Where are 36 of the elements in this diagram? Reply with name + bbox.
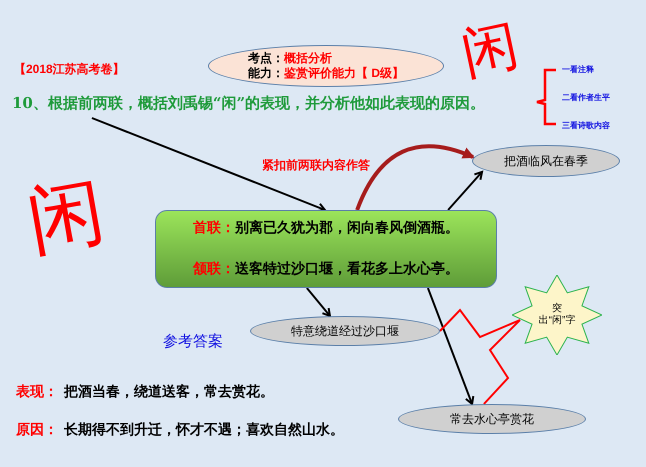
arrow — [355, 144, 475, 211]
exam-source: 【2018江苏高考卷】 — [14, 61, 125, 78]
node-text: 把酒临风在春季 — [504, 153, 588, 170]
value-text: 鉴赏评价能力【 D级】 — [284, 66, 404, 81]
connector-line — [439, 308, 520, 338]
question-text: 10、根据前两联，概括刘禹锡“闲”的表现，并分析他如此表现的原因。 — [12, 92, 552, 114]
poem-box — [155, 210, 497, 288]
tip-text: 二看作者生平 — [562, 92, 610, 104]
tip-text: 三看诗歌内容 — [562, 120, 610, 132]
couplet-label: 颔联： — [193, 260, 235, 279]
ellipse-node — [250, 316, 440, 346]
tip-text: 一看注释 — [562, 64, 594, 76]
answer-text: 长期得不到升迁，怀才不遇；喜欢自然山水。 — [64, 420, 344, 439]
arrow — [92, 117, 326, 212]
ellipse-node — [472, 145, 620, 177]
node-text: 常去水心亭赏花 — [450, 411, 534, 428]
couplet-label: 首联： — [193, 219, 235, 238]
section-heading: 参考答案 — [163, 332, 223, 352]
arrow — [426, 288, 474, 405]
big-character: 闲 — [456, 16, 524, 84]
edge-label: 紧扣前两联内容作答 — [262, 157, 370, 174]
poem-line: 送客特过沙口堰，看花多上水心亭。 — [235, 260, 459, 279]
node-text: 特意绕道经过沙口堰 — [291, 323, 399, 340]
star-node — [512, 275, 602, 355]
node-text: 突出“闲”字 — [538, 302, 576, 328]
key-text: 能力： — [248, 66, 284, 81]
poem-line: 别离已久犹为郡，闲向春风倒酒瓶。 — [235, 218, 459, 238]
arrow — [447, 170, 484, 211]
connector-line — [483, 319, 521, 405]
key-text: 考点： — [248, 51, 284, 66]
value-text: 概括分析 — [284, 51, 333, 66]
answer-label: 表现： — [16, 382, 58, 401]
arrow — [306, 287, 331, 317]
big-character: 闲 — [22, 172, 110, 260]
answer-label: 原因： — [16, 420, 58, 439]
answer-text: 把酒当春，绕道送客，常去赏花。 — [64, 382, 274, 401]
